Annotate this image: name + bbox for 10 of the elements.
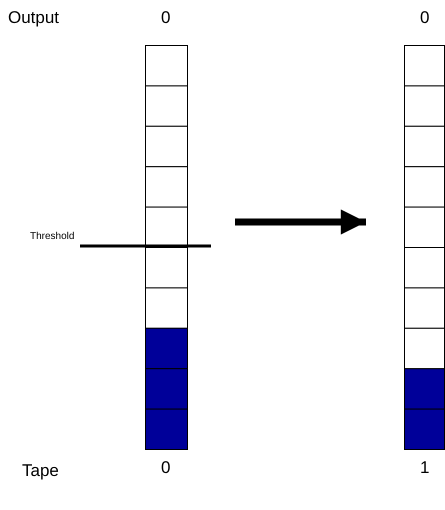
value-label: 0 — [420, 9, 430, 26]
value-label: 0 — [161, 9, 170, 26]
cell-column — [404, 45, 445, 450]
axis-label: Output — [8, 9, 60, 26]
threshold-label: Threshold — [30, 232, 74, 242]
value-label: 0 — [161, 459, 170, 476]
arrow — [235, 209, 366, 235]
value-label: 1 — [420, 459, 430, 476]
cell-column — [145, 45, 188, 450]
axis-label: Tape — [22, 462, 59, 479]
